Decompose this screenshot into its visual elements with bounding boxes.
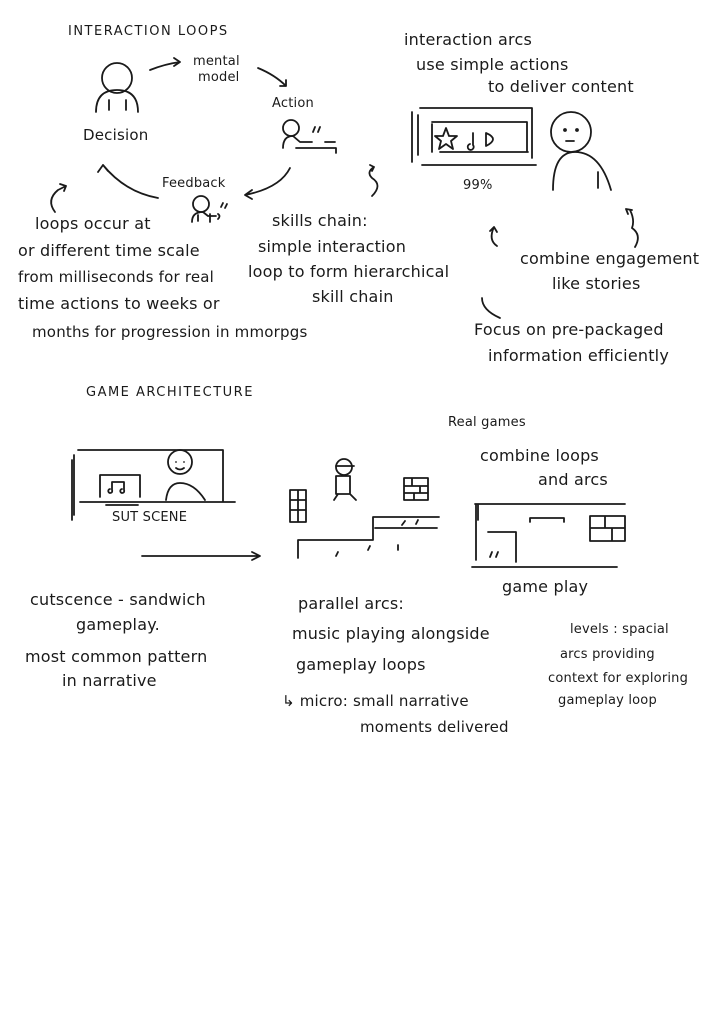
music-note-icon xyxy=(466,132,475,151)
skills-chain-line: loop to form hierarchical xyxy=(248,262,450,281)
micro-line: moments delivered xyxy=(360,718,509,736)
neutral-person-icon xyxy=(550,111,612,191)
loops-note-line: months for progression in mmorpgs xyxy=(32,323,308,341)
real-games-line: and arcs xyxy=(538,470,608,489)
skills-chain-line: simple interaction xyxy=(258,237,407,256)
game-play-label: game play xyxy=(502,577,589,596)
interaction-arcs-subtitle: to deliver content xyxy=(488,77,634,96)
loops-note-line: from milliseconds for real xyxy=(18,268,215,286)
mental-model-label-1: mental xyxy=(193,54,240,69)
pipe-icon xyxy=(289,489,307,523)
gameplay-level-frame xyxy=(471,503,626,568)
action-person-icon xyxy=(282,119,337,154)
real-games-line: combine loops xyxy=(480,446,599,465)
real-games-line: Real games xyxy=(448,415,526,430)
arrow-focus xyxy=(481,297,501,319)
cutscene-note-line: gameplay. xyxy=(76,615,160,634)
skills-chain-arrow xyxy=(368,164,379,197)
loops-note-line: or different time scale xyxy=(18,241,200,260)
mario-character-icon xyxy=(333,458,357,501)
parallel-arcs-line: gameplay loops xyxy=(296,655,426,674)
platformer-scene xyxy=(289,458,440,559)
levels-line: levels : spacial xyxy=(570,622,669,637)
skills-chain-line: skill chain xyxy=(312,287,394,306)
decision-person-icon xyxy=(95,62,139,113)
game-architecture-title: GAME ARCHITECTURE xyxy=(86,385,254,400)
brick-block-icon xyxy=(403,477,429,501)
combine-engagement-line: combine engagement xyxy=(520,249,700,268)
decision-label: Decision xyxy=(83,126,149,144)
cut-scene-frame xyxy=(71,449,236,556)
curl-arrow xyxy=(50,183,67,213)
micro-line: ↳ micro: small narrative xyxy=(282,692,469,710)
loops-note-line: loops occur at xyxy=(35,214,151,233)
feedback-person-icon xyxy=(191,195,228,223)
cut-scene-label: SUT SCENE xyxy=(112,510,188,525)
arrow-to-person xyxy=(625,208,639,248)
arrow-to-gameplay xyxy=(141,551,261,561)
levels-line: context for exploring xyxy=(548,671,689,686)
cutscene-note-line: in narrative xyxy=(62,671,157,690)
smiling-person-icon xyxy=(167,449,193,475)
music-note-icon xyxy=(107,481,126,494)
loops-note-line: time actions to weeks or xyxy=(18,294,220,313)
levels-line: arcs providing xyxy=(560,647,655,662)
interaction-arcs-title: interaction arcs xyxy=(404,30,532,49)
parallel-arcs-line: music playing alongside xyxy=(292,624,490,643)
mental-model-label-2: model xyxy=(198,70,240,85)
action-label: Action xyxy=(272,96,314,111)
arrow-to-decision xyxy=(97,164,159,199)
feedback-label: Feedback xyxy=(162,176,226,191)
combine-engagement-line: like stories xyxy=(552,274,641,293)
focus-line: information efficiently xyxy=(488,346,669,365)
media-player-device-icon xyxy=(411,107,537,166)
parallel-arcs-line: parallel arcs: xyxy=(298,594,404,613)
levels-line: gameplay loop xyxy=(558,693,657,708)
arrow-to-feedback xyxy=(244,167,291,200)
arrow-to-mental-model xyxy=(149,57,181,71)
cutscene-note-line: cutscence - sandwich xyxy=(30,590,206,609)
interaction-loops-title: INTERACTION LOOPS xyxy=(68,24,229,39)
progress-label: 99% xyxy=(463,178,493,193)
focus-line: Focus on pre-packaged xyxy=(474,320,664,339)
skills-chain-line: skills chain: xyxy=(272,211,368,230)
arrow-to-device xyxy=(489,226,498,247)
arrow-to-action xyxy=(257,67,287,87)
interaction-arcs-subtitle: use simple actions xyxy=(416,55,569,74)
cutscene-note-line: most common pattern xyxy=(25,647,208,666)
star-icon xyxy=(434,127,458,150)
